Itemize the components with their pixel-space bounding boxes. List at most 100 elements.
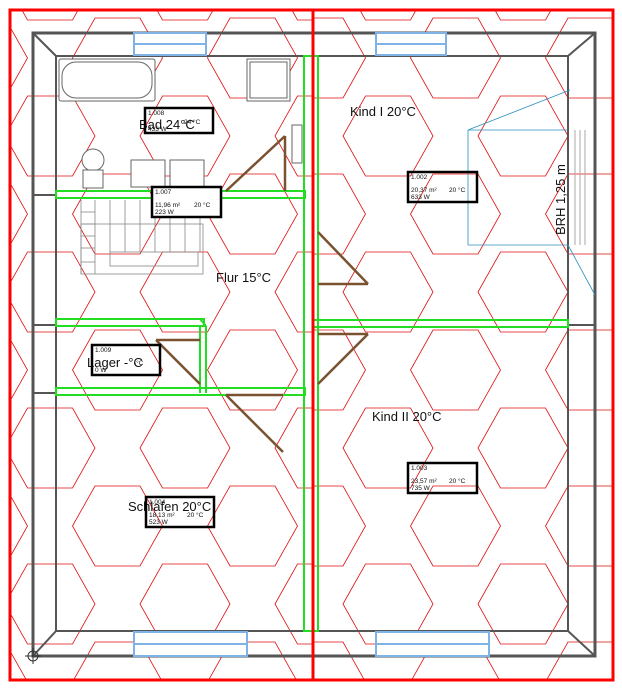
room-tag-kind2: 1.003 23,57 m² 20 °C 735 W — [406, 461, 479, 495]
door-kind2 — [317, 332, 369, 385]
room-tag-schlafen: 1.004 18,13 m² 20 °C 523 W — [144, 495, 216, 529]
heating-loop-hexagon — [313, 485, 366, 567]
heating-loop-hexagon — [10, 338, 28, 402]
room-tag-flur-area: 11,96 m² — [155, 202, 181, 209]
heating-loop-hexagon — [291, 10, 313, 21]
room-label-flur: Flur 15°C — [216, 270, 271, 285]
heating-loop-hexagon — [410, 173, 501, 255]
room-tag-flur-power: 223 W — [155, 209, 175, 216]
room-tag-kind1-temp: 20 °C — [449, 186, 466, 194]
heating-loop-hexagon — [274, 251, 313, 333]
heating-loop-hexagon — [21, 10, 79, 21]
room-tag-kind1: 1.002 20,37 m² 20 °C 633 W — [406, 170, 479, 204]
door-lager — [155, 338, 201, 385]
brh-label: BRH 1,25 m — [553, 164, 568, 235]
room-tag-flur-temp: 20 °C — [194, 201, 211, 209]
room-tag-schlafen-number: 1.004 — [149, 499, 166, 506]
heating-loop-hexagon — [10, 563, 96, 645]
room-tag-bad: 1.008 24 °C 433 W — [143, 106, 215, 135]
heating-loop-hexagon — [10, 95, 96, 177]
heating-loop-hexagon — [410, 17, 501, 99]
heating-loop-hexagon — [342, 407, 434, 489]
heating-loop-hexagon — [10, 494, 28, 558]
room-tag-kind2-power: 735 W — [411, 485, 431, 492]
heating-loop-hexagon — [313, 329, 366, 411]
heating-loop-hexagon — [343, 18, 433, 98]
bathroom-fixtures — [58, 58, 303, 189]
room-tag-kind2-area: 23,57 m² — [411, 478, 437, 485]
sink-1 — [130, 159, 166, 188]
heating-loop-hexagon — [342, 95, 434, 177]
sink-2 — [169, 159, 205, 188]
toilet — [81, 148, 105, 172]
room-tag-kind1-number: 1.002 — [411, 174, 428, 181]
heating-loop-hexagon — [410, 485, 501, 567]
heating-circuit-boundary — [8, 8, 615, 682]
door-schlafen — [225, 393, 284, 453]
heating-loop-hexagon — [274, 95, 313, 177]
room-label-kind2: Kind II 20°C — [372, 409, 442, 424]
heating-loop-hexagon — [313, 641, 365, 680]
heating-loop-hexagon — [10, 251, 96, 333]
room-tag-kind1-area: 20,37 m² — [411, 187, 437, 194]
heating-loop-hexagon — [342, 251, 434, 333]
room-tag-lager-number: 1.009 — [95, 347, 112, 354]
room-tag-lager: 1.009 -°C 0 W — [90, 343, 162, 377]
heating-loop-hexagon — [139, 407, 231, 489]
heating-loop-hexagon — [73, 641, 162, 680]
heating-loop-hexagon — [477, 407, 569, 489]
heating-loop-hexagon — [343, 486, 433, 566]
origin-marker-icon — [25, 648, 41, 664]
room-label-lager: Lager -°C — [87, 355, 143, 370]
room-tag-schlafen-power: 523 W — [149, 519, 169, 526]
room-tag-kind1-power: 633 W — [411, 194, 431, 201]
dormer-outline — [467, 89, 596, 296]
room-tag-kind2-temp: 20 °C — [449, 477, 466, 485]
heating-loop-hexagon — [545, 17, 613, 99]
heating-loop-hexagon — [343, 174, 433, 254]
room-label-kind1: Kind I 20°C — [350, 104, 416, 119]
heating-loop-hexagon — [545, 329, 613, 411]
door-kind1 — [317, 231, 369, 286]
heating-loop-hexagon — [207, 329, 298, 411]
room-label-bad: Bad 24°C — [139, 117, 195, 132]
heating-loop-hexagon — [10, 650, 27, 680]
heating-loop-hexagon — [359, 10, 417, 21]
heating-loop-hexagon — [494, 10, 552, 21]
heating-loop-hexagon — [10, 182, 28, 246]
doors — [155, 135, 369, 453]
dormer-wall — [574, 130, 586, 245]
heating-loop-hexagon — [313, 17, 366, 99]
heating-loop-hexagon — [10, 26, 28, 90]
heating-loop-hexagon — [207, 17, 298, 99]
heating-loop-hexagon — [274, 563, 313, 645]
heating-loop-hexagon — [274, 407, 313, 489]
windows — [133, 32, 490, 657]
heating-loop-hexagon — [10, 407, 96, 489]
heating-loop-hexagon — [477, 95, 569, 177]
heating-loop-hexagon — [313, 173, 366, 255]
room-tag-schlafen-temp: 20 °C — [187, 511, 204, 519]
room-tag-bad-power: 433 W — [148, 126, 168, 133]
heating-loop-hexagon — [546, 641, 613, 680]
heating-loop-hexagon — [208, 408, 298, 488]
room-tag-bad-number: 1.008 — [148, 110, 165, 117]
room-tag-kind2-number: 1.003 — [411, 465, 428, 472]
door-bad — [225, 135, 287, 192]
heating-loop-hexagon — [410, 329, 501, 411]
room-label-schlafen: Schlafen 20°C — [128, 499, 211, 514]
room-tag-flur-number: 1.007 — [155, 189, 172, 196]
room-tag-schlafen-area: 18,13 m² — [149, 512, 175, 519]
room-tag-bad-temp: 24 °C — [184, 118, 201, 126]
heating-loop-hexagon — [156, 10, 214, 21]
heating-loop-hexagon — [343, 330, 433, 410]
heating-loop-hexagon — [207, 173, 298, 255]
room-tag-flur: 1.007 11,96 m² 20 °C 223 W — [150, 185, 223, 219]
heating-loop-hexagon — [208, 252, 298, 332]
room-tag-lager-temp: -°C — [134, 359, 144, 367]
heating-loop-hexagon — [207, 485, 298, 567]
room-tag-lager-power: 0 W — [95, 367, 107, 374]
heating-loop-hexagon — [342, 563, 434, 645]
heating-loop-hexagon — [72, 329, 163, 411]
